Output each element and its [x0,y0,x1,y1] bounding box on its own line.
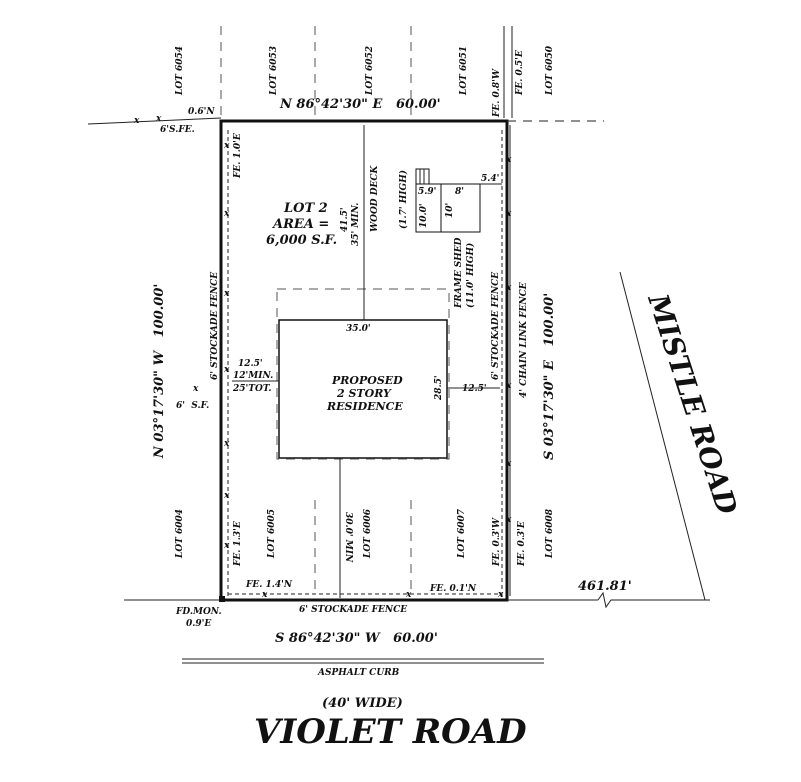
lot-label: LOT 6007 [457,508,467,559]
side-min: 12'MIN. [233,371,273,381]
south-bearing: S 86°42'30" W 60.00' [275,631,438,646]
lot-label: LOT 6054 [175,46,185,96]
east-fence-inner-label: 6' STOCKADE FENCE [491,272,501,380]
west-setback: 12.5' [238,359,263,369]
side-total: 25'TOT. [232,384,272,394]
east-fence-outer-label: 4' CHAIN LINK FENCE [519,282,529,398]
shed-label: FRAME SHED [454,237,464,309]
svg-text:x: x [223,365,230,375]
svg-text:x: x [405,590,412,600]
west-sf-label: 6' S.F. [176,401,209,411]
residence-label-1: PROPOSED [331,374,403,387]
sw-offset: FE. 1.3'E [233,521,243,567]
deck-hatch [415,168,430,185]
svg-text:x: x [261,590,268,600]
lot-label: LOT 6005 [267,509,277,559]
lot-label: LOT 6006 [363,508,373,559]
svg-text:x: x [505,459,512,469]
front-setback-min: 35' MIN. [351,203,361,246]
lot-label: LOT 6008 [545,508,555,559]
curb-label: ASPHALT CURB [317,668,400,678]
nw-sf-label: 6'S.FE. [160,125,195,135]
frame-shed [440,183,481,233]
deck-height: (1.7' HIGH) [398,170,409,229]
road-width: (40' WIDE) [322,696,403,711]
lot-label: LOT 6053 [269,46,279,96]
nw-offset-line [87,117,222,125]
west-fence-label: 6' STOCKADE FENCE [210,272,220,380]
monument-label: FD.MON. [175,607,222,617]
svg-text:x: x [505,209,512,219]
lot-label: LOT 6052 [365,46,375,96]
ne-offset-2: FE. 0.5'E [515,50,525,96]
residence-footprint [278,319,448,459]
shed-offset: 5.4' [481,174,499,184]
deck-dim-1: 5.9' [418,187,436,197]
svg-text:x: x [505,283,512,293]
lot-area-label: AREA = [271,217,329,232]
nw-offset: 0.6'N [188,107,215,117]
monument-offset: 0.9'E [186,619,211,629]
svg-text:x: x [223,541,230,551]
rear-setback: 30.0' MIN [343,512,353,563]
south-fence-label: 6' STOCKADE FENCE [299,605,407,615]
west-top-offset: FE. 1.0'E [233,133,243,179]
break-symbol [597,591,710,609]
lot-label: LOT 6051 [459,46,469,96]
deck-dim-2: 10.0' [419,203,429,228]
front-setback-actual: 41.5' [340,207,350,232]
violet-road-label: VIOLET ROAD [254,712,527,752]
residence-depth: 28.5' [434,375,444,401]
mistle-road-label: MISTLE ROAD [641,289,744,519]
monument-marker [219,596,225,602]
shed-dim-1: 8' [455,187,464,197]
svg-text:x: x [497,590,504,600]
svg-text:x: x [133,116,140,126]
se-offset-1: FE. 0.3'W [492,517,502,567]
svg-text:x: x [223,491,230,501]
ne-offset-1: FE. 0.8'W [492,68,502,118]
fence-marks: x x x x x x x x x x x x x x x x x x x [133,114,512,600]
lot-number: LOT 2 [283,201,328,216]
svg-text:x: x [223,289,230,299]
east-bearing: S 03°17'30" E 100.00' [542,293,557,460]
lot-area-value: 6,000 S.F. [266,233,337,248]
se-offset-2: FE. 0.3'E [517,521,527,567]
residence-width: 35.0' [346,324,371,334]
south-offset-west: FE. 1.4'N [245,580,293,590]
building-envelope [276,288,450,460]
svg-text:x: x [505,381,512,391]
lot-label: LOT 6050 [545,45,555,96]
svg-text:x: x [505,515,512,525]
west-bearing: N 03°17'30" W 100.00' [152,284,167,459]
north-bearing: N 86°42'30" E 60.00' [279,97,441,112]
lot-label: LOT 6004 [175,509,185,559]
svg-text:x: x [192,384,199,394]
mistle-road-edge [619,271,706,601]
east-setback: 12.5' [462,384,487,394]
shed-dim-2: 10' [445,203,455,218]
svg-text:x: x [505,155,512,165]
residence-label-3: RESIDENCE [326,400,403,413]
shed-height: (11.0' HIGH) [465,243,476,308]
south-offset-east: FE. 0.1'N [429,584,477,594]
svg-text:x: x [223,209,230,219]
deck-label: WOOD DECK [370,164,380,232]
svg-text:x: x [155,114,162,124]
svg-text:x: x [223,439,230,449]
residence-label-2: 2 STORY [336,387,392,400]
distance-to-road: 461.81' [578,579,632,594]
svg-text:x: x [223,141,230,151]
